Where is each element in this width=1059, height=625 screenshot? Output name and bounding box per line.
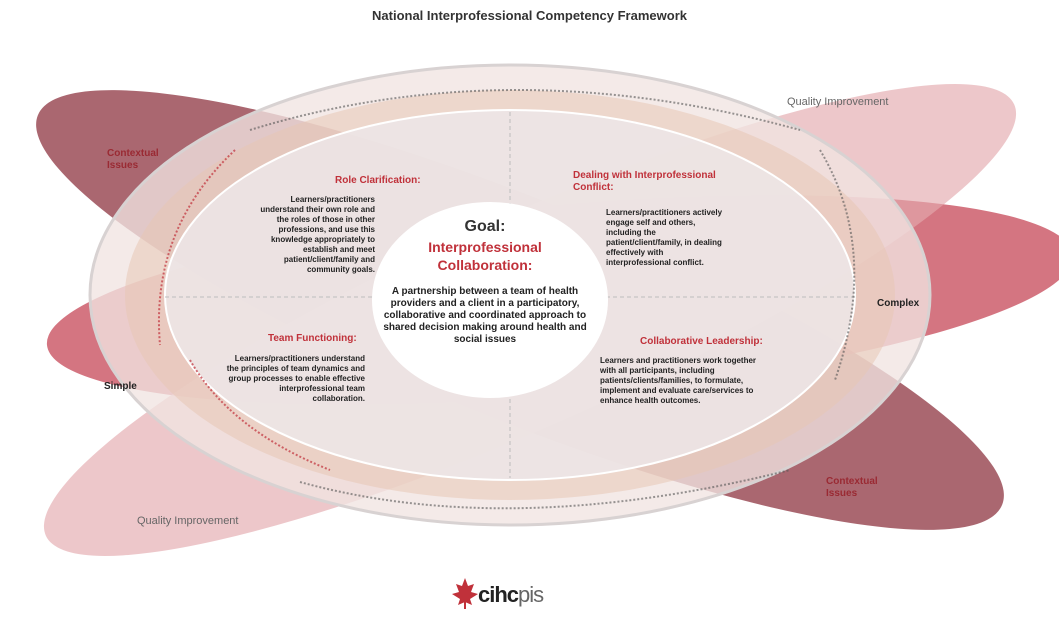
complex-label: Complex (877, 298, 920, 309)
lower-left-arc-text-band (189, 359, 331, 471)
quality-improvement-bottom-label: Quality Improvement (137, 515, 239, 527)
contextual-issues-top-label: Contextual Issues (107, 148, 159, 171)
goal-subheading: Interprofessional Collaboration: (428, 239, 542, 273)
role-clarification-text: Learners/practitioners understand their … (260, 195, 375, 274)
goal-center (372, 202, 608, 398)
maple-leaf-icon (452, 578, 478, 609)
conflict-text: Learners/practitioners actively engage s… (606, 208, 723, 267)
role-clarification-heading: Role Clarification: (335, 175, 421, 186)
right-arc-text-band (819, 149, 856, 381)
goal-heading: Goal: (464, 218, 506, 235)
leadership-text: Learners and practitioners work together… (600, 356, 757, 405)
conflict-heading: Dealing with Interprofessional Conflict: (573, 170, 716, 193)
team-functioning-title: Team Functioning: (268, 333, 388, 345)
team-functioning-heading: Team Functioning: (268, 333, 357, 344)
logo-pis: pis (518, 582, 544, 607)
bottom-arc-text-band (299, 469, 791, 510)
leadership-heading: Collaborative Leadership: (640, 336, 763, 347)
page-title: National Interprofessional Competency Fr… (372, 8, 687, 23)
goal-block: Goal: Interprofessional Collaboration: A… (380, 218, 590, 346)
quality-improvement-top-label: Quality Improvement (787, 96, 889, 108)
left-arc-text-band (158, 149, 236, 346)
logo-wordmark: cihcpis (478, 582, 544, 608)
team-functioning-text: Learners/practitioners understand the pr… (226, 354, 365, 403)
conflict-title: Dealing with Interprofessional Conflict: (573, 170, 733, 194)
logo-cihc: cihc (478, 582, 519, 607)
role-clarification-title: Role Clarification: (335, 175, 445, 187)
goal-description: A partnership between a team of health p… (383, 286, 587, 345)
leadership-title: Collaborative Leadership: (640, 336, 800, 348)
cihc-logo: cihcpis (450, 576, 610, 616)
contextual-issues-bottom-label: Contextual Issues (826, 476, 878, 499)
simple-label: Simple (104, 381, 137, 392)
